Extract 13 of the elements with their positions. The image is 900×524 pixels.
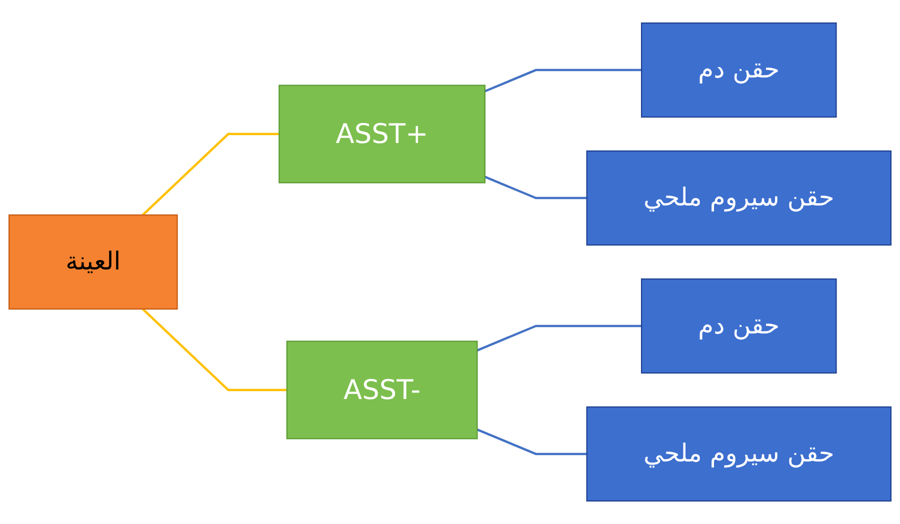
node-box: حقن دم [640, 278, 837, 374]
node-box: ASST- [286, 340, 478, 440]
node-box: العينة [8, 214, 178, 310]
node-box: حقن سيروم ملحي [586, 150, 892, 246]
node-box: حقن سيروم ملحي [586, 406, 892, 502]
node-box: حقن دم [640, 22, 837, 118]
connector [476, 324, 642, 352]
node-box: ASST+ [278, 84, 486, 184]
connector [484, 176, 587, 200]
connector [142, 308, 287, 392]
connector [142, 132, 280, 216]
connector [476, 428, 587, 456]
connector [484, 68, 642, 92]
